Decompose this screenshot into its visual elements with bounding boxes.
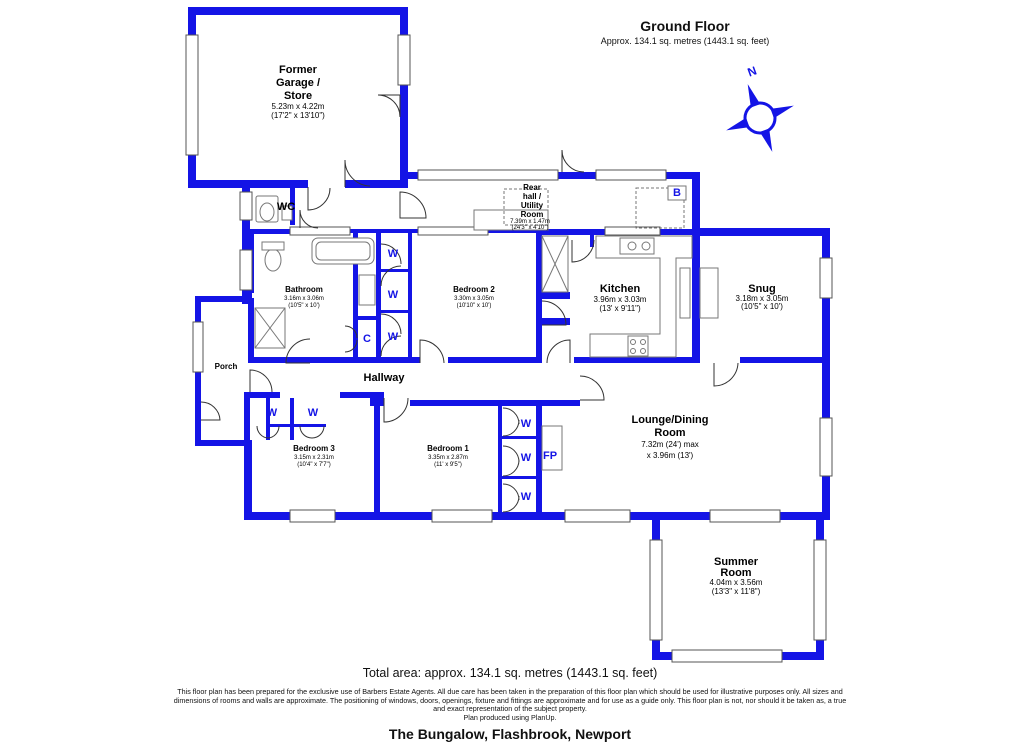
- hallway-name: Hallway: [364, 372, 406, 384]
- kitchen-dim-ft: (13' x 9'11"): [599, 304, 641, 313]
- floor-title: Ground Floor: [640, 18, 730, 34]
- bathroom-dim-ft: (10'5" x 10'): [288, 303, 319, 309]
- kitchen-name: Kitchen: [600, 283, 641, 295]
- bedroom2-dim-ft: (10'10" x 10'): [457, 303, 492, 309]
- disclaimer-text: This floor plan has been prepared for th…: [173, 687, 847, 714]
- wardrobe-label: W: [267, 407, 278, 419]
- room-summer: Summer Room 4.04m x 3.56m (13'3" x 11'8"…: [710, 556, 763, 596]
- bedroom2-name: Bedroom 2: [453, 285, 495, 294]
- summer-dim-m: 4.04m x 3.56m: [710, 578, 763, 587]
- utility-dim-m: 7.39m x 1.47m: [510, 219, 550, 225]
- lounge-dim-1: 7.32m (24') max: [641, 440, 699, 449]
- bedroom2-dim-m: 3.30m x 3.05m: [454, 296, 494, 302]
- garage-name-3: Store: [284, 90, 312, 102]
- snug-dim-ft: (10'5" x 10'): [741, 302, 783, 311]
- bedroom3-dim-m: 3.15m x 2.31m: [294, 455, 334, 461]
- room-garage: Former Garage / Store 5.23m x 4.22m (17'…: [271, 64, 325, 120]
- lounge-name-1: Lounge/Dining: [632, 414, 709, 426]
- room-bedroom2: Bedroom 2 3.30m x 3.05m (10'10" x 10'): [453, 285, 495, 309]
- bathroom-dim-m: 3.16m x 3.06m: [284, 296, 324, 302]
- bedroom1-dim-m: 3.35m x 2.87m: [428, 455, 468, 461]
- garage-name-2: Garage /: [276, 77, 320, 89]
- kitchen-dim-m: 3.96m x 3.03m: [594, 295, 647, 304]
- doors: [200, 94, 739, 513]
- disclaimer: This floor plan has been prepared for th…: [170, 687, 850, 722]
- utility-name-3: Utility: [521, 201, 544, 210]
- wardrobe-label: W: [388, 248, 399, 260]
- plan-credit: Plan produced using PlanUp.: [463, 712, 557, 722]
- wardrobe-label: W: [521, 418, 532, 430]
- lounge-dim-2: x 3.96m (13'): [647, 451, 694, 460]
- wardrobe-label: W: [521, 491, 532, 503]
- room-utility: Rear hall / Utility Room 7.39m x 1.47m (…: [510, 183, 550, 231]
- wardrobe-label: W: [521, 452, 532, 464]
- lounge-name-2: Room: [654, 427, 685, 439]
- utility-name-2: hall /: [523, 192, 542, 201]
- bedroom3-dim-ft: (10'4" x 7'7"): [297, 462, 331, 468]
- fireplace-icon: [541, 425, 563, 471]
- bathroom-name: Bathroom: [285, 285, 323, 294]
- cupboard-label: C: [363, 333, 371, 345]
- utility-name-1: Rear: [523, 183, 541, 192]
- room-kitchen: Kitchen 3.96m x 3.03m (13' x 9'11"): [594, 283, 647, 313]
- room-lounge: Lounge/Dining Room 7.32m (24') max x 3.9…: [632, 414, 709, 460]
- kitchen-worktop-icon: [589, 235, 693, 358]
- room-bathroom: Bathroom 3.16m x 3.06m (10'5" x 10'): [284, 285, 324, 309]
- bedroom1-dim-ft: (11' x 9'5"): [434, 462, 462, 468]
- garage-dim-ft: (17'2" x 13'10"): [271, 111, 325, 120]
- total-area: Total area: approx. 134.1 sq. metres (14…: [362, 666, 658, 680]
- compass-north-label: N: [746, 63, 759, 79]
- fireplace-label: FP: [543, 450, 557, 462]
- summer-name-1: Summer: [714, 556, 759, 568]
- garage-dim-m: 5.23m x 4.22m: [272, 102, 325, 111]
- snug-name: Snug: [748, 283, 776, 295]
- wardrobe-label: W: [388, 289, 399, 301]
- wardrobe-label: W: [308, 407, 319, 419]
- wardrobe-label: W: [388, 331, 399, 343]
- bedroom3-name: Bedroom 3: [293, 444, 335, 453]
- floor-area: Approx. 134.1 sq. metres (1443.1 sq. fee…: [600, 36, 770, 46]
- summer-name-2: Room: [720, 567, 751, 579]
- boiler-icon: [667, 185, 687, 201]
- room-bedroom3: Bedroom 3 3.15m x 2.31m (10'4" x 7'7"): [293, 444, 335, 468]
- bedroom1-name: Bedroom 1: [427, 444, 469, 453]
- boiler-label: B: [673, 187, 681, 199]
- utility-name-4: Room: [521, 210, 544, 219]
- room-snug: Snug 3.18m x 3.05m (10'5" x 10'): [736, 283, 789, 311]
- windows: [185, 34, 833, 663]
- garage-name-1: Former: [279, 64, 318, 76]
- room-bedroom1: Bedroom 1 3.35m x 2.87m (11' x 9'5"): [427, 444, 469, 468]
- porch-name: Porch: [215, 362, 238, 371]
- basin-icon: [358, 274, 376, 306]
- snug-dim-m: 3.18m x 3.05m: [736, 294, 789, 303]
- fixtures: [254, 185, 719, 471]
- compass-rose-icon: [726, 84, 794, 152]
- utility-dim-ft: (24'3" x 4'10"): [512, 225, 549, 231]
- bathroom-toilet-icon: [264, 248, 282, 272]
- summer-dim-ft: (13'3" x 11'8"): [712, 587, 761, 596]
- wc-name: WC: [277, 201, 295, 213]
- property-address: The Bungalow, Flashbrook, Newport: [388, 726, 632, 742]
- storage-labels: W W W C W W W W W FP B: [267, 187, 681, 503]
